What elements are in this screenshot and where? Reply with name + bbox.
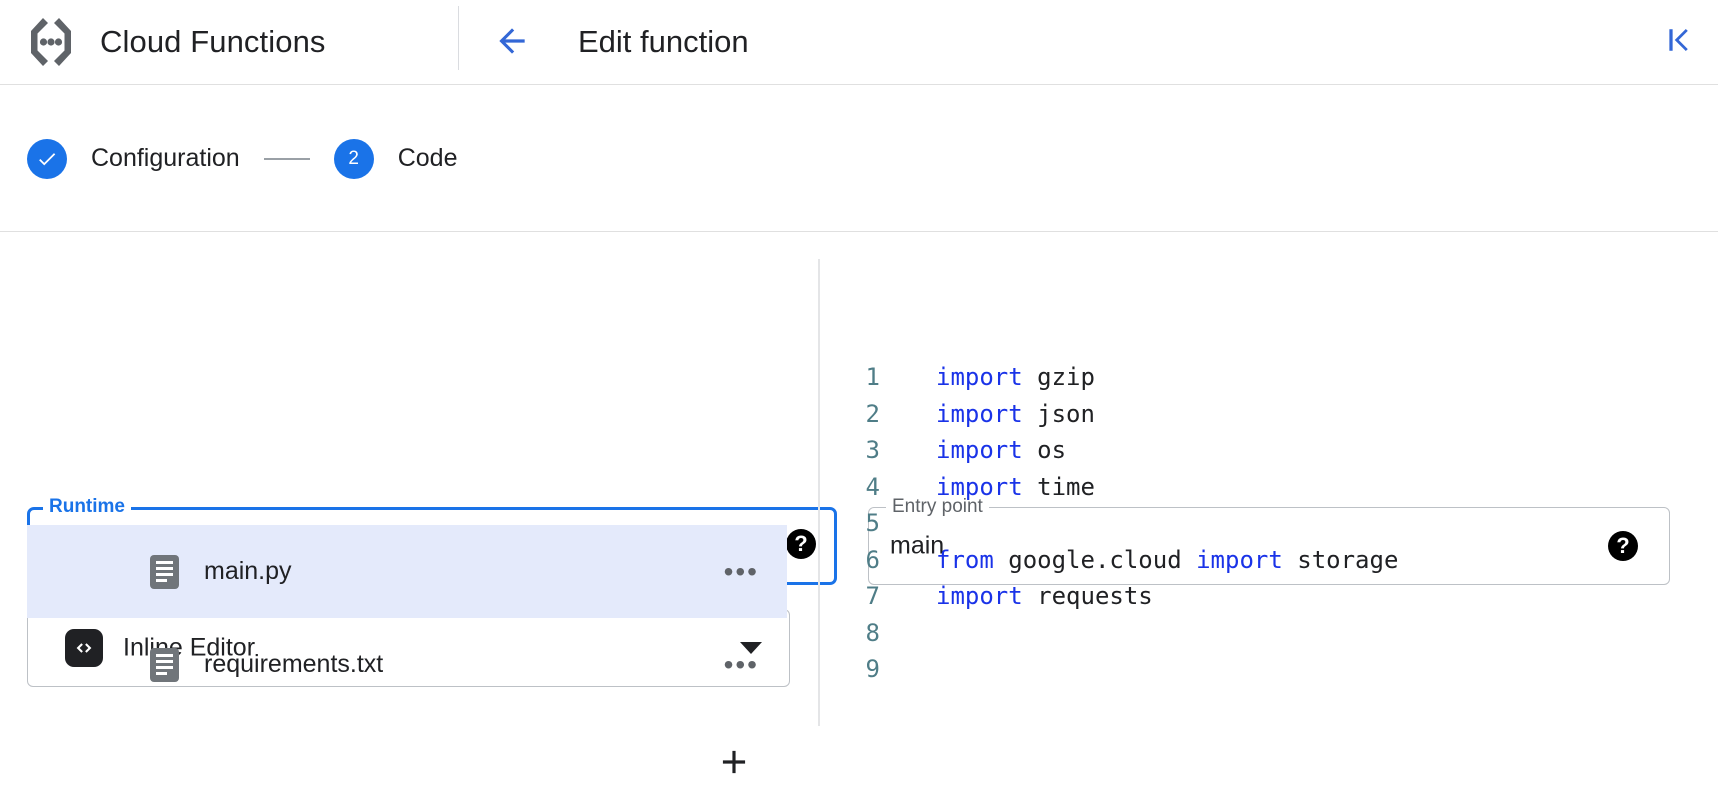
runtime-help-icon[interactable]: ? — [786, 529, 816, 559]
step-configuration-bullet — [27, 138, 67, 179]
plus-icon — [722, 750, 746, 774]
line-number: 8 — [865, 618, 880, 647]
code-text[interactable]: import requests — [880, 578, 1153, 615]
source-code-select-value: Inline Editor — [123, 633, 256, 662]
line-number: 2 — [865, 399, 880, 428]
file-overflow-menu-button[interactable]: ••• — [723, 555, 759, 587]
code-keyword: import — [936, 436, 1023, 464]
file-panel: main.py ••• requirements.txt ••• — [0, 233, 818, 774]
code-text[interactable] — [880, 615, 936, 652]
chevron-down-icon[interactable] — [740, 642, 762, 654]
line-number: 9 — [865, 655, 880, 683]
file-list-item-requirements-txt[interactable]: requirements.txt ••• — [27, 618, 787, 711]
back-button[interactable] — [486, 17, 538, 69]
code-brackets-icon — [65, 629, 103, 667]
file-document-icon — [150, 647, 179, 682]
code-token: json — [1022, 399, 1095, 428]
file-name: requirements.txt — [204, 650, 384, 678]
page-title: Edit function — [578, 24, 749, 59]
step-configuration-label: Configuration — [91, 144, 240, 172]
code-text[interactable]: import time — [880, 469, 1095, 506]
code-line: 5 — [820, 505, 1718, 542]
step-code-label: Code — [397, 144, 458, 172]
file-list-item-main-py[interactable]: main.py ••• — [27, 525, 787, 618]
code-text[interactable] — [880, 505, 936, 542]
file-document-icon — [150, 554, 179, 589]
entry-point-input-value: main — [890, 531, 945, 560]
line-number: 3 — [865, 436, 880, 464]
code-text[interactable]: import json — [880, 396, 1095, 433]
code-text[interactable]: import os — [880, 432, 1066, 469]
file-list: main.py ••• requirements.txt ••• — [27, 525, 787, 711]
runtime-select-label: Runtime — [43, 496, 131, 518]
code-keyword: import — [936, 399, 1023, 428]
code-line: 9 — [820, 651, 1718, 688]
step-code-bullet: 2 — [333, 138, 374, 179]
code-token: os — [1022, 436, 1067, 464]
code-token: time — [1022, 472, 1095, 501]
step-code[interactable]: 2 Code — [333, 138, 458, 179]
code-token: requests — [1022, 582, 1153, 610]
code-keyword: from — [936, 545, 994, 574]
code-line: 8 — [820, 615, 1718, 652]
file-name: main.py — [204, 557, 292, 585]
code-token: gzip — [1022, 363, 1095, 391]
line-number: 7 — [865, 582, 880, 610]
check-icon — [39, 152, 56, 165]
add-file-button[interactable] — [710, 738, 758, 786]
arrow-left-icon — [493, 22, 531, 65]
cloud-functions-logo-icon — [22, 13, 80, 71]
code-keyword: import — [1196, 545, 1283, 574]
code-text[interactable]: from google.cloud import storage — [880, 542, 1398, 579]
line-number: 1 — [865, 363, 880, 391]
entry-point-input-label: Entry point — [886, 496, 989, 518]
line-number: 5 — [865, 509, 880, 537]
file-overflow-menu-button[interactable]: ••• — [723, 648, 759, 680]
code-token: google.cloud — [993, 545, 1197, 574]
collapse-panel-button[interactable] — [1656, 19, 1702, 65]
entry-point-help-icon[interactable]: ? — [1608, 531, 1638, 561]
code-text[interactable] — [880, 651, 936, 688]
step-progress-bar: Configuration 2 Code — [0, 86, 1718, 232]
code-keyword: import — [936, 363, 1023, 391]
line-number: 6 — [865, 545, 880, 574]
code-keyword: import — [936, 472, 1023, 501]
content-area: Runtime Python 3.9 ? Entry point main ? … — [0, 233, 1718, 774]
step-connector — [263, 157, 310, 160]
code-keyword: import — [936, 582, 1023, 610]
panel-divider — [818, 259, 820, 726]
collapse-panel-left-icon — [1662, 23, 1696, 62]
app-header: Cloud Functions Edit function — [0, 0, 1718, 85]
step-configuration[interactable]: Configuration — [27, 138, 240, 179]
line-number: 4 — [865, 472, 880, 501]
code-token: storage — [1282, 545, 1399, 574]
code-text[interactable]: import gzip — [880, 359, 1095, 396]
product-title: Cloud Functions — [100, 24, 326, 59]
header-divider — [458, 6, 459, 70]
